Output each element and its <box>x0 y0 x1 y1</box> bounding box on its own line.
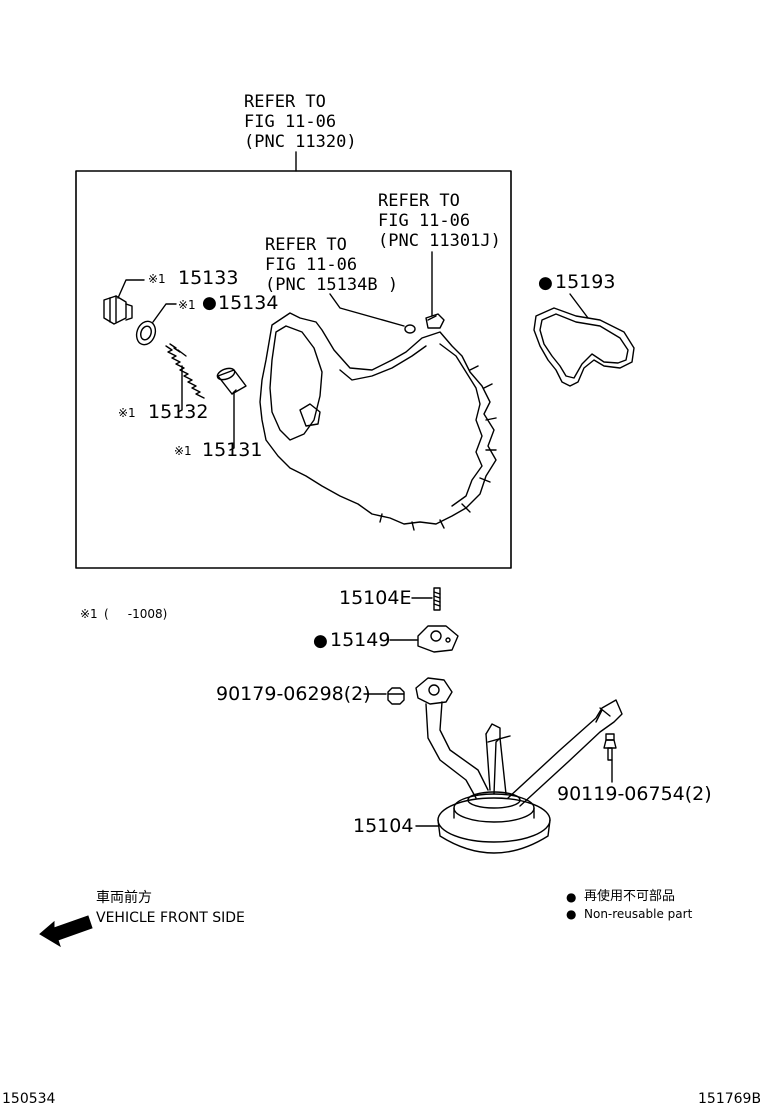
part-number-15131: 15131 <box>202 439 263 461</box>
nonreusable-legend-dot-jp: ● <box>566 890 577 904</box>
part-90119-bolt <box>603 733 617 761</box>
vehicle-front-jp: 車両前方 <box>96 890 152 906</box>
mark-15132: ※1 <box>118 406 136 420</box>
part-number-15193: 15193 <box>555 271 616 293</box>
part-15104-strainer <box>415 677 623 854</box>
part-15149-gasket <box>417 625 459 653</box>
nonreusable-dot-15193: ● <box>538 273 553 293</box>
mark-15131: ※1 <box>174 444 192 458</box>
part-number-15104E: 15104E <box>339 587 412 609</box>
mark-15134: ※1 <box>178 298 196 312</box>
part-number-15132: 15132 <box>148 401 209 423</box>
seal-ref-line1: REFER TO <box>265 235 347 255</box>
footer-left-code: 150534 <box>2 1091 56 1107</box>
nonreusable-legend-dot-en: ● <box>566 907 577 921</box>
part-number-90179: 90179-06298(2) <box>216 683 371 705</box>
nonreusable-dot-15134: ● <box>202 293 217 313</box>
part-drain-plug <box>425 313 445 329</box>
nonreusable-dot-15149: ● <box>313 631 328 651</box>
seal-ref-line2: FIG 11-06 <box>265 255 358 275</box>
leader-15193 <box>569 293 589 319</box>
plug-ref-line1: REFER TO <box>378 191 460 211</box>
plug-ref-line3: (PNC 11301J) <box>378 231 501 251</box>
plug-ref-line2: FIG 11-06 <box>378 211 471 231</box>
part-15131-valve <box>217 369 247 395</box>
main-ref-line2: FIG 11-06 <box>244 112 337 132</box>
part-seal-ring <box>404 324 416 334</box>
part-90179-nut <box>387 687 405 705</box>
vehicle-front-en: VEHICLE FRONT SIDE <box>96 910 245 926</box>
leader-15134 <box>152 303 177 323</box>
part-15134-oring <box>135 320 157 346</box>
footnote-range: ( -1008) <box>104 607 168 621</box>
mark-15133: ※1 <box>148 272 166 286</box>
part-15104E-stud <box>433 587 441 611</box>
part-number-15133: 15133 <box>178 267 239 289</box>
part-number-15149: 15149 <box>330 629 391 651</box>
part-number-15134: 15134 <box>218 292 279 314</box>
part-number-15104: 15104 <box>353 815 414 837</box>
part-15133-plug <box>103 295 127 325</box>
footer-right-code: 151769B <box>698 1091 760 1107</box>
nonreusable-legend-en: Non-reusable part <box>584 907 693 921</box>
leader-15132 <box>177 365 183 413</box>
main-ref-line1: REFER TO <box>244 92 326 112</box>
leader-15133 <box>117 279 145 299</box>
footnote-mark: ※1 <box>80 607 98 621</box>
part-15132-spring <box>165 343 205 399</box>
nonreusable-legend-jp: 再使用不可部品 <box>584 889 676 904</box>
main-ref-line3: (PNC 11320) <box>244 132 357 152</box>
leader-seal-ref <box>329 293 405 327</box>
leader-15131 <box>229 391 235 451</box>
seal-ref-line3: (PNC 15134B ) <box>265 275 399 295</box>
part-number-90119: 90119-06754(2) <box>557 783 712 805</box>
vehicle-front-arrow <box>39 915 93 948</box>
transaxle-housing <box>259 312 497 525</box>
assembly-frame <box>75 170 512 569</box>
part-15193-gasket <box>533 307 635 387</box>
